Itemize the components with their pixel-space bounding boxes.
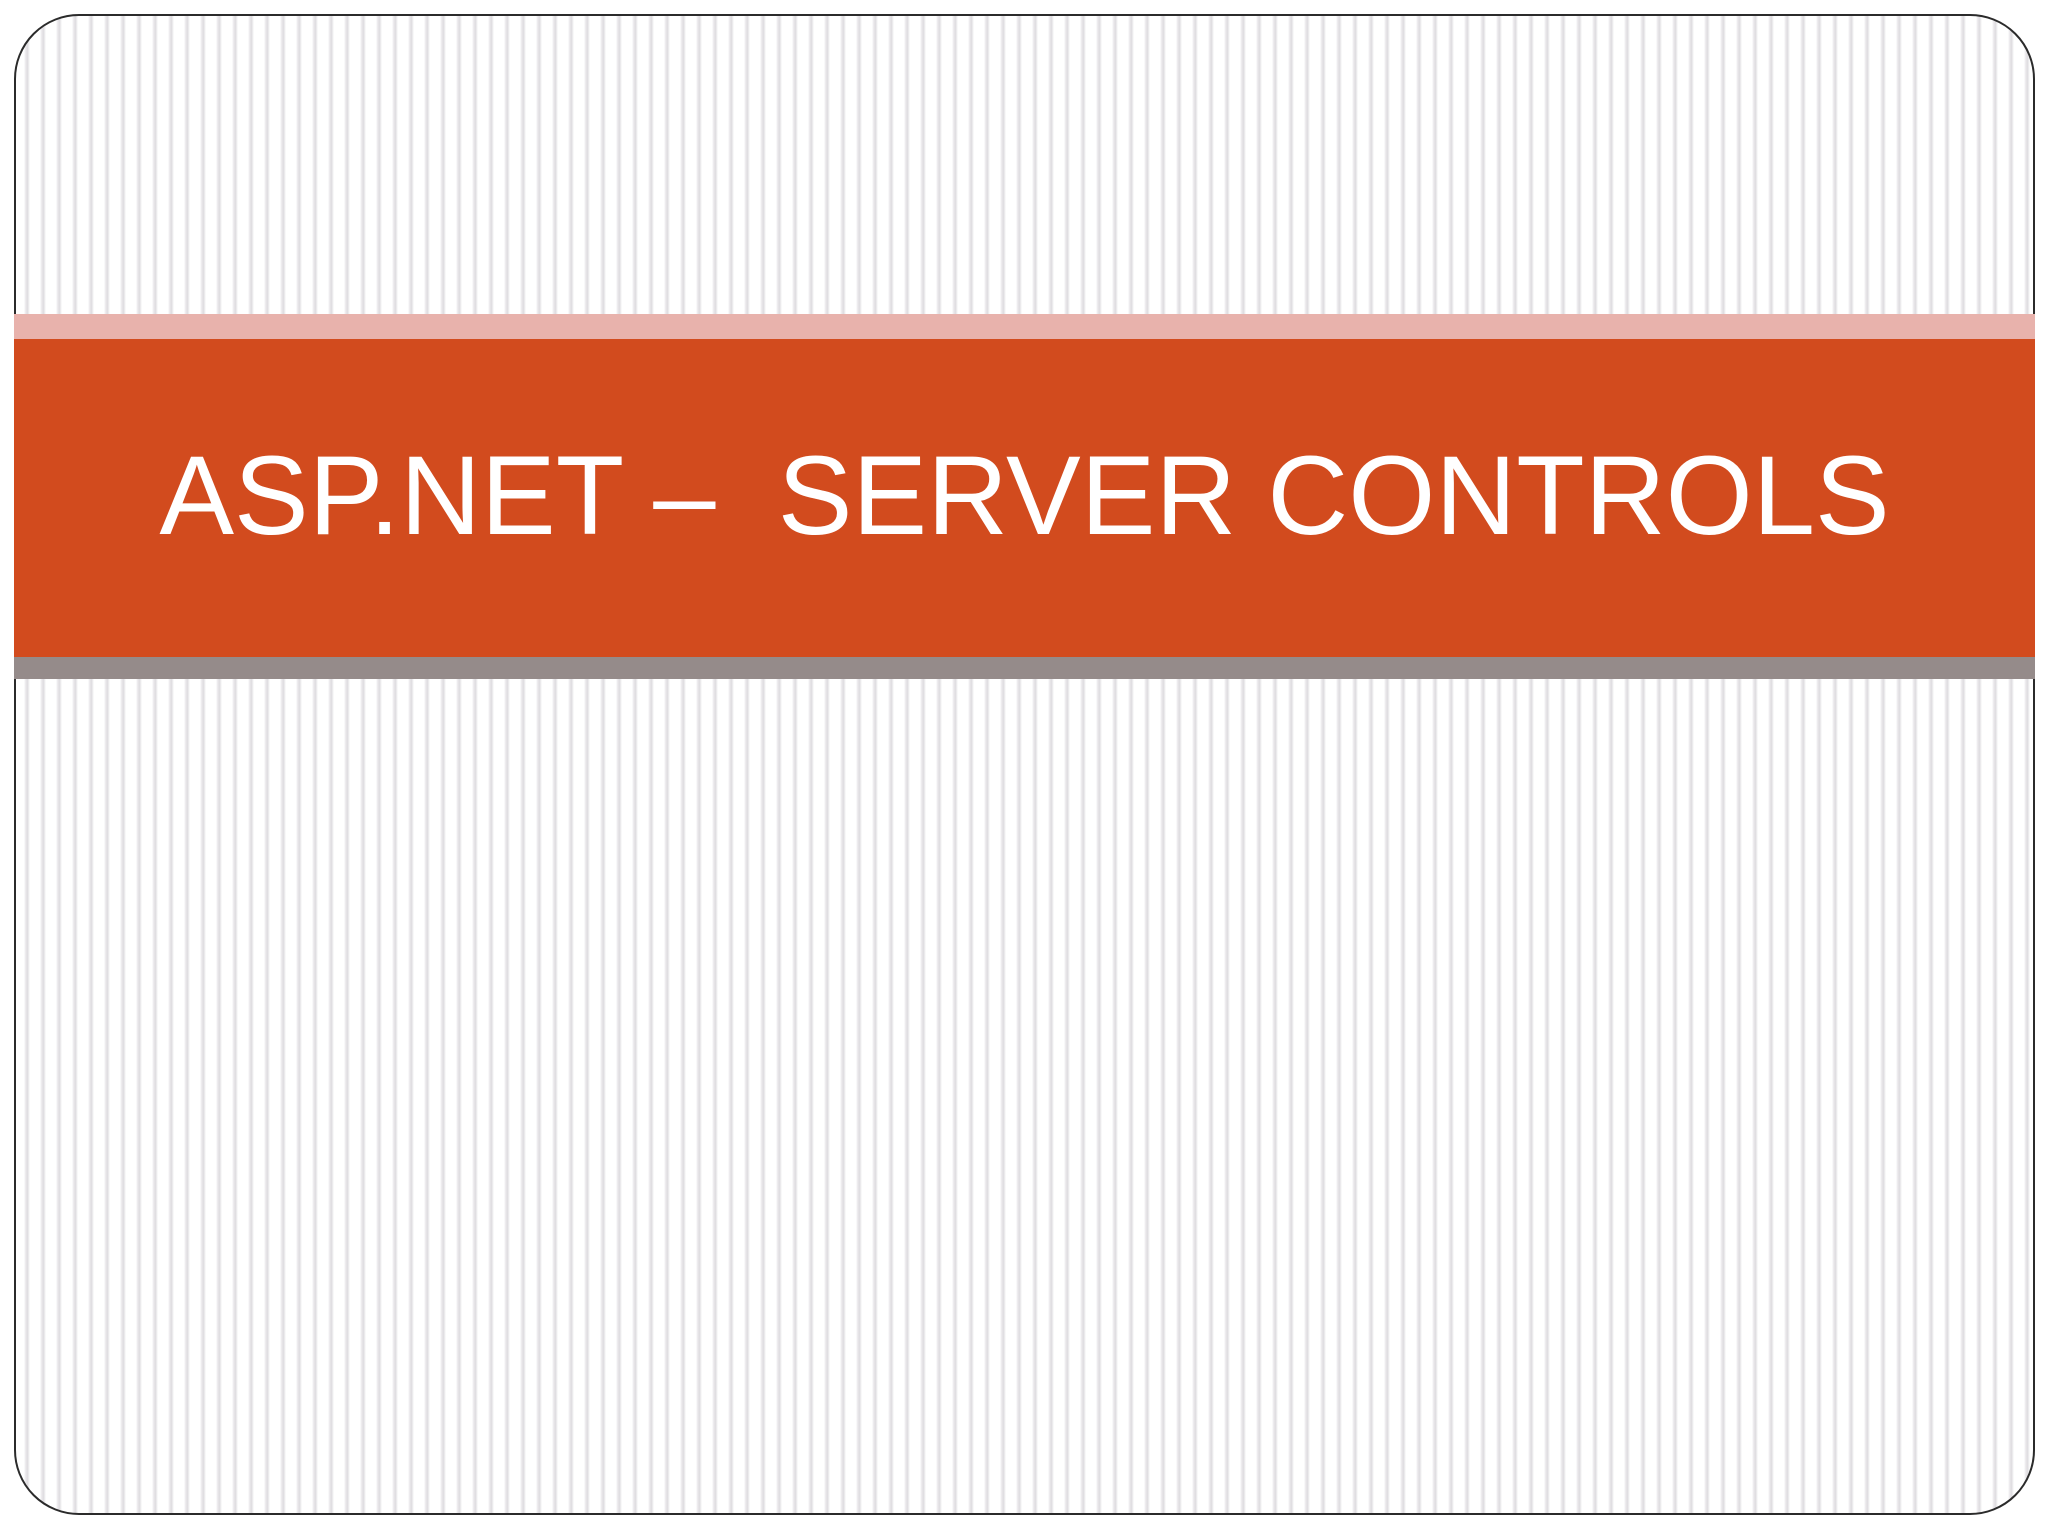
- title-banner: ASP.NET – SERVER CONTROLS: [14, 314, 2035, 679]
- banner-bottom-accent-band: [14, 657, 2035, 679]
- slide-background: [14, 14, 2035, 1515]
- slide-title: ASP.NET – SERVER CONTROLS: [159, 433, 1890, 558]
- banner-orange-band: ASP.NET – SERVER CONTROLS: [14, 339, 2035, 657]
- banner-top-accent-band: [14, 314, 2035, 339]
